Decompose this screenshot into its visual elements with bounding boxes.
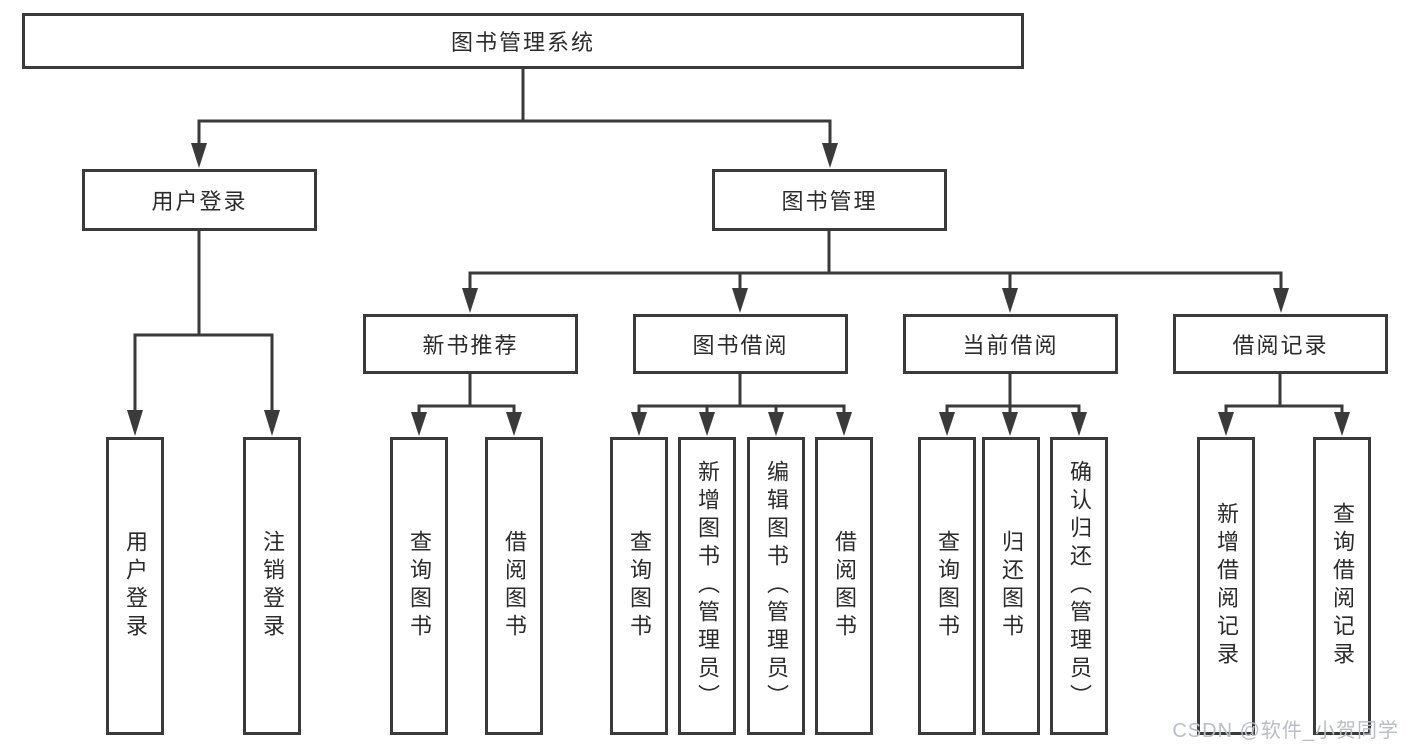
leaf-edit-books-admin: 编辑图书（管理员） (747, 437, 805, 735)
leaf-query-books-current: 查询图书 (918, 437, 976, 735)
leaf-borrow-books-recommend: 借阅图书 (485, 437, 543, 735)
arrowhead-icon (1071, 412, 1087, 436)
leaf-logout: 注销登录 (243, 437, 301, 735)
leaf-query-books-recommend: 查询图书 (390, 437, 448, 735)
arrowhead-icon (699, 412, 715, 436)
arrowhead-icon (631, 412, 647, 436)
leaf-query-books-borrowing: 查询图书 (610, 437, 668, 735)
leaf-user-login: 用户登录 (106, 437, 164, 735)
node-current-borrowing: 当前借阅 (903, 314, 1118, 374)
leaf-add-books-admin: 新增图书（管理员） (678, 437, 736, 735)
csdn-watermark: CSDN @软件_小贺同学 (1172, 720, 1399, 742)
arrowhead-icon (127, 410, 143, 436)
connector-userlogin-leaves (133, 231, 274, 411)
arrowhead-icon (411, 412, 427, 436)
arrowhead-icon (1002, 412, 1018, 436)
connector-root-level2 (197, 67, 832, 144)
node-new-book-recommend: 新书推荐 (363, 314, 578, 374)
connector-borrowing-leaves (637, 374, 846, 413)
arrowhead-icon (191, 143, 207, 168)
arrowhead-icon (822, 143, 838, 168)
arrowhead-icon (768, 412, 784, 436)
arrowhead-icon (506, 412, 522, 436)
arrowhead-icon (264, 410, 280, 436)
node-book-management: 图书管理 (712, 169, 947, 231)
leaf-confirm-return-admin: 确认归还（管理员） (1050, 437, 1108, 735)
node-borrowing-records: 借阅记录 (1173, 314, 1388, 374)
connector-bookmgmt-level3 (468, 231, 1283, 289)
leaf-return-books: 归还图书 (982, 437, 1040, 735)
connector-current-leaves (945, 374, 1081, 413)
leaf-add-borrow-record: 新增借阅记录 (1197, 437, 1255, 735)
node-book-borrowing: 图书借阅 (633, 314, 848, 374)
arrowhead-icon (462, 288, 478, 313)
connector-records-leaves (1224, 374, 1344, 413)
arrowhead-icon (1334, 412, 1350, 436)
arrowhead-icon (939, 412, 955, 436)
arrowhead-icon (836, 412, 852, 436)
node-book-management-system: 图书管理系统 (22, 13, 1024, 69)
arrowhead-icon (1273, 288, 1289, 313)
leaf-query-borrow-record: 查询借阅记录 (1313, 437, 1371, 735)
leaf-borrow-books: 借阅图书 (815, 437, 873, 735)
arrowhead-icon (732, 288, 748, 313)
node-user-login: 用户登录 (82, 169, 317, 231)
arrowhead-icon (1002, 288, 1018, 313)
connector-newbook-leaves (417, 374, 516, 413)
arrowhead-icon (1218, 412, 1234, 436)
